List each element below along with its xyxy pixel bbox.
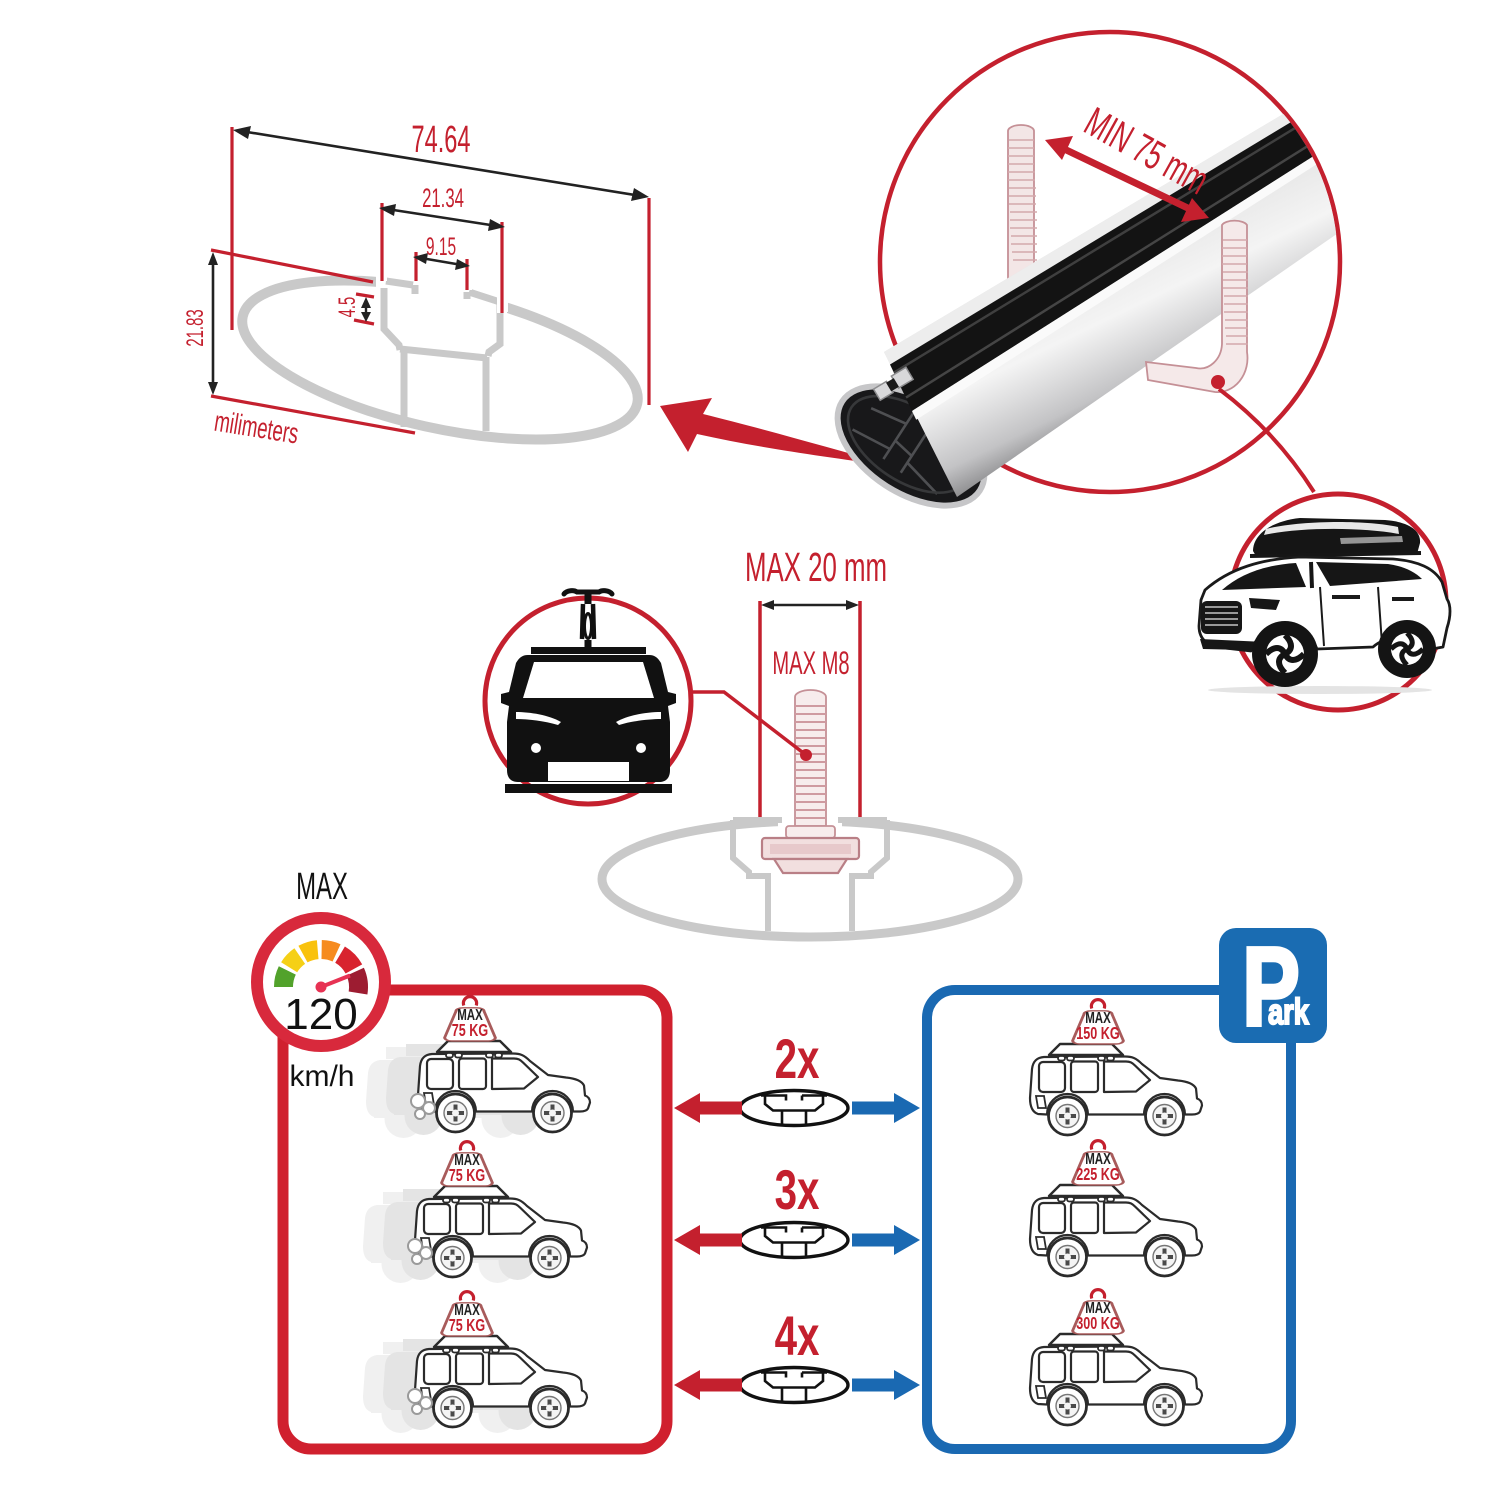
svg-text:21.34: 21.34 xyxy=(422,183,464,213)
svg-text:km/h: km/h xyxy=(289,1060,354,1093)
svg-text:MAX: MAX xyxy=(457,1005,483,1023)
svg-text:21.83: 21.83 xyxy=(183,309,209,346)
svg-text:150 KG: 150 KG xyxy=(1076,1024,1119,1044)
svg-text:225 KG: 225 KG xyxy=(1076,1165,1119,1185)
svg-text:75 KG: 75 KG xyxy=(449,1316,485,1336)
svg-text:milimeters: milimeters xyxy=(212,406,300,451)
svg-text:ark: ark xyxy=(1268,991,1310,1032)
svg-text:MAX 20 mm: MAX 20 mm xyxy=(745,545,887,590)
svg-text:4x: 4x xyxy=(775,1306,820,1368)
svg-text:MAX: MAX xyxy=(454,1300,480,1318)
svg-text:MAX: MAX xyxy=(454,1150,480,1168)
svg-text:4.5: 4.5 xyxy=(335,297,361,318)
svg-text:75 KG: 75 KG xyxy=(449,1166,485,1186)
svg-text:MAX: MAX xyxy=(1085,1149,1111,1167)
svg-text:300 KG: 300 KG xyxy=(1076,1314,1119,1334)
svg-text:3x: 3x xyxy=(775,1160,820,1222)
svg-text:P: P xyxy=(1242,924,1300,1049)
svg-text:MAX M8: MAX M8 xyxy=(772,645,849,681)
svg-text:9.15: 9.15 xyxy=(426,233,456,261)
svg-text:MAX: MAX xyxy=(1085,1298,1111,1316)
svg-text:120: 120 xyxy=(284,990,357,1039)
svg-text:74.64: 74.64 xyxy=(412,117,471,160)
svg-text:MAX: MAX xyxy=(1085,1008,1111,1026)
svg-text:MAX: MAX xyxy=(296,864,348,907)
svg-text:75 KG: 75 KG xyxy=(452,1021,488,1041)
svg-text:2x: 2x xyxy=(775,1029,820,1091)
